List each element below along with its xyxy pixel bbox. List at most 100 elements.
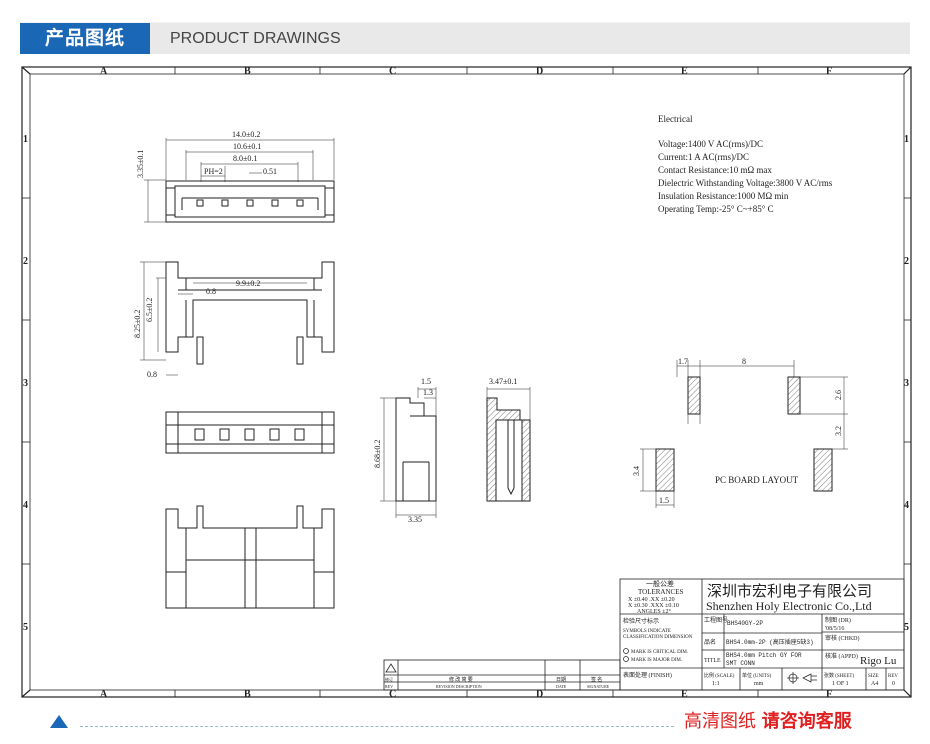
dim-14: 14.0±0.2	[232, 130, 260, 139]
top-down-view	[140, 261, 335, 376]
inspection-classification: CLASSIFICATION DIMENSION	[623, 635, 693, 640]
company-name-en: Shenzhen Holy Electronic Co.,Ltd	[706, 599, 872, 613]
title-label: TITLE	[704, 658, 721, 664]
footer-contact-text: 请咨询客服	[761, 711, 852, 732]
electrical-spec: Electrical Voltage:1400 V AC(rms)/DC Cur…	[658, 114, 833, 214]
appd-label: 核准 (APPD)	[825, 652, 858, 660]
zone-labels: A B C D E F A B C D E F 1 2 3 4 5 1 2 3 …	[23, 66, 909, 700]
col-label-f-bottom: F	[826, 689, 832, 700]
date-label: 日期	[556, 677, 566, 683]
tolerance-en: TOLERANCES	[638, 588, 683, 596]
dim-1-3: 1.3	[423, 388, 433, 397]
finish-label: 表面处理 (FINISH)	[623, 671, 672, 679]
size-label: SIZE	[868, 674, 879, 679]
row-label-3: 3	[23, 378, 28, 389]
title-line-1: BHS4.0mm Pitch GY FOR	[726, 652, 802, 659]
title-block	[383, 578, 905, 691]
signature-label-en: SIGNATURE	[587, 684, 610, 689]
dim-3-35-v: 3.35±0.1	[136, 150, 145, 178]
product-name-label: 品名	[704, 638, 716, 646]
col-label-b: B	[244, 66, 251, 77]
footer-hd-text: 高清图纸	[684, 711, 756, 732]
dr-date: '08/5/16	[825, 626, 844, 632]
dim-3-35-h: 3.35	[408, 515, 422, 524]
dim-0-8-bottom: 0.8	[147, 370, 157, 379]
major-mark-icon	[623, 656, 629, 662]
inspection-heading: 检验尺寸标示	[623, 617, 659, 625]
row-label-4: 4	[23, 500, 28, 511]
drawing-number: BHS40GY-2P	[727, 620, 763, 627]
pcb-layout	[640, 360, 848, 508]
section-header: 产品图纸 PRODUCT DRAWINGS	[20, 22, 910, 54]
revision-description-label: 修 改 简 要	[449, 676, 473, 683]
appd-name: Rigo Lu	[860, 655, 897, 667]
dim-0-51: 0.51	[263, 167, 277, 176]
electrical-line: Contact Resistance:10 mΩ max	[658, 165, 772, 175]
triangle-icon	[50, 715, 68, 728]
col-label-e-bottom: E	[681, 689, 688, 700]
col-label-c: C	[389, 66, 396, 77]
company-name-cn: 深圳市宏利电子有限公司	[707, 582, 872, 600]
dim-8-68: 8.68±0.2	[373, 440, 382, 468]
col-label-f: F	[826, 66, 832, 77]
revision-description-label-en: REVISION DESCRIPTION	[436, 684, 482, 689]
dim-0-8-top: 0.8	[206, 287, 216, 296]
rev-value: 0	[892, 681, 895, 687]
dim-3-47: 3.47±0.1	[489, 377, 517, 386]
mark-major: MARK IS MAJOR DIM.	[631, 658, 682, 663]
tolerance-line-2: X ±0.30 .XXX ±0.10	[628, 603, 679, 609]
tolerance-cn: 一般公差	[646, 579, 674, 588]
electrical-line: Dielectric Withstanding Voltage:3800 V A…	[658, 178, 833, 188]
scale-label: 比例 (SCALE)	[704, 672, 735, 679]
electrical-line: Voltage:1400 V AC(rms)/DC	[658, 139, 763, 149]
sheet-label: 张数 (SHEET)	[824, 672, 854, 679]
row-label-3-right: 3	[904, 378, 909, 389]
col-label-d-bottom: D	[536, 689, 543, 700]
col-label-e: E	[681, 66, 688, 77]
front-pin-view	[165, 411, 335, 454]
col-label-a: A	[100, 66, 108, 77]
electrical-heading: Electrical	[658, 114, 693, 124]
product-name: BHS4.0mm-2P (高压插座5缺3)	[726, 638, 814, 646]
dim-9-9: 9.9±0.2	[236, 279, 260, 288]
sheet-value: 1 OF 1	[832, 681, 849, 687]
revision-col-label: 修订	[385, 676, 393, 682]
row-label-1: 1	[23, 134, 28, 145]
col-label-a-bottom: A	[100, 689, 108, 700]
row-label-4-right: 4	[904, 500, 909, 511]
critical-mark-icon	[623, 648, 629, 654]
size-value: A4	[871, 681, 878, 687]
side-profile-view	[380, 387, 437, 518]
pcb-dim-8: 8	[742, 357, 746, 366]
row-label-2-right: 2	[904, 256, 909, 267]
mark-critical: MARK IS CRITICAL DIM.	[631, 650, 688, 655]
projection-symbol-icon	[787, 672, 817, 684]
signature-label: 签 名	[591, 676, 602, 683]
header-title-en: PRODUCT DRAWINGS	[170, 30, 341, 47]
col-label-d: D	[536, 66, 543, 77]
units-label: 单位 (UNITS)	[742, 672, 772, 679]
pcb-dim-2-6: 2.6	[834, 390, 843, 400]
row-label-5: 5	[23, 622, 28, 633]
pcb-dim-1-5: 1.5	[659, 496, 669, 505]
row-label-5-right: 5	[904, 622, 909, 633]
electrical-line: Operating Temp:-25° C~+85° C	[658, 204, 774, 214]
drawing-number-label: 工程图号	[704, 616, 728, 624]
footer-contact[interactable]: 高清图纸 请咨询客服	[684, 707, 852, 733]
units-value: mm	[754, 681, 764, 687]
revision-col-label-en: REV	[385, 684, 393, 689]
section-view	[486, 387, 531, 502]
electrical-line: Insulation Resistance:1000 MΩ min	[658, 191, 789, 201]
footer-divider	[80, 726, 674, 727]
pcb-dim-3-2: 3.2	[834, 426, 843, 436]
dim-8-25: 8.25±0.2	[133, 310, 142, 338]
dim-pitch: PH=2	[204, 167, 223, 176]
col-label-c-bottom: C	[389, 689, 396, 700]
inspection-symbols: SYMBOLS INDICATE	[623, 629, 671, 634]
tolerance-line-1: X ±0.40 .XX ±0.20	[628, 597, 675, 603]
pcb-title: PC BOARD LAYOUT	[715, 475, 799, 485]
row-label-2: 2	[23, 256, 28, 267]
pcb-dim-3-4: 3.4	[632, 466, 641, 476]
scale-value: 1:1	[712, 681, 720, 687]
